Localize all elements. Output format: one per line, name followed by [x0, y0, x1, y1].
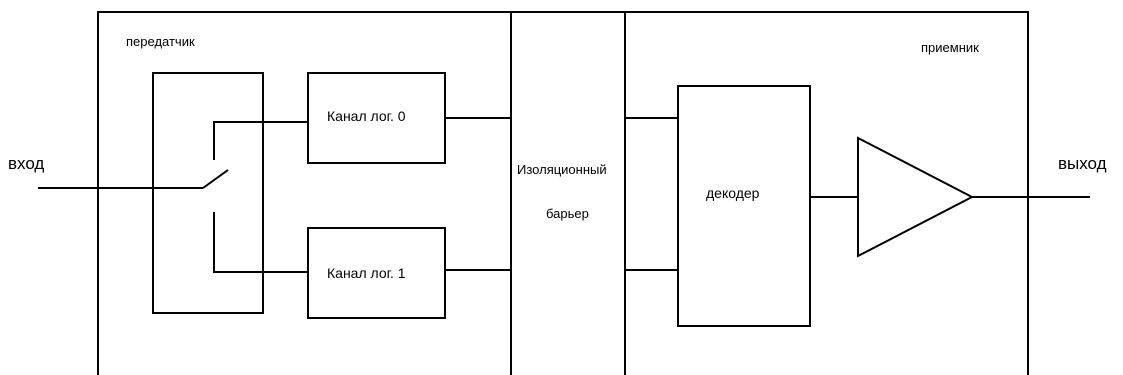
channel-0-label: Канал лог. 0	[327, 108, 406, 124]
transmitter-label: передатчик	[126, 34, 195, 49]
decoder-label: декодер	[706, 185, 760, 201]
switch-block	[152, 72, 264, 314]
barrier-label-line1: Изоляционный	[517, 162, 607, 177]
outer-frame	[97, 11, 1029, 375]
decoder-block	[677, 85, 811, 327]
barrier-label-line2: барьер	[546, 206, 589, 221]
switch-arm	[202, 169, 229, 189]
switch-upper-contact	[213, 121, 308, 160]
channel-1-label: Канал лог. 1	[327, 265, 406, 281]
receiver-label: приемник	[921, 40, 979, 55]
amplifier-triangle	[857, 136, 975, 258]
switch-lower-contact	[213, 212, 308, 273]
output-label: выход	[1058, 154, 1107, 173]
input-label: вход	[8, 154, 45, 173]
